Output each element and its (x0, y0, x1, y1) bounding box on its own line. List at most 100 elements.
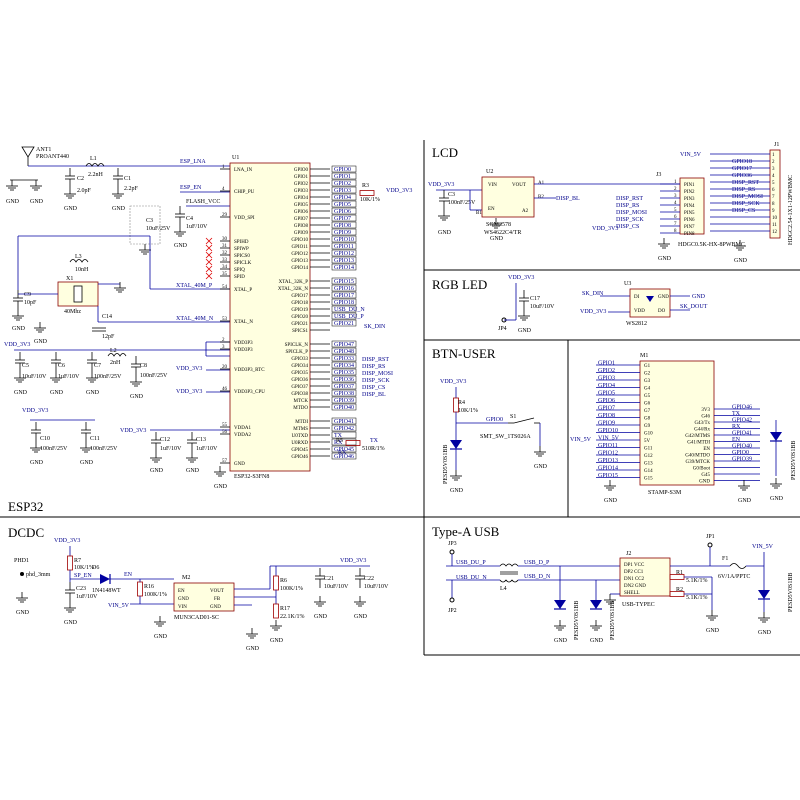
u1-pin-number: 1 (222, 165, 225, 170)
u1-net-label: GPIO33 (334, 356, 354, 362)
m1-pin: G7 (644, 409, 651, 414)
svg-text:PHD1: PHD1 (14, 558, 29, 564)
svg-text:GND: GND (178, 597, 189, 602)
m1-net: GPIO9 (598, 421, 615, 427)
svg-text:10pF: 10pF (24, 300, 37, 306)
u1-pin-label: GPIO14 (291, 266, 308, 271)
svg-text:2.2pF: 2.2pF (124, 186, 139, 192)
svg-text:6V/1A/PPTC: 6V/1A/PPTC (718, 574, 750, 580)
svg-text:SK_DIN: SK_DIN (582, 291, 604, 297)
svg-text:2.0pF: 2.0pF (77, 188, 92, 194)
u1-pin-label: GPIO37 (291, 385, 308, 390)
u1-net-label: GPIO38 (334, 391, 354, 397)
u1-pin-label: GPIO36 (291, 378, 308, 383)
u1-pin-label: GPIO18 (291, 301, 308, 306)
m1-pin: G40/MTDO (685, 454, 710, 459)
svg-text:SP_EN: SP_EN (74, 573, 92, 579)
inductor-l1 (85, 163, 105, 167)
common-mode-choke (499, 563, 519, 583)
u1-net-label: RX (334, 440, 343, 446)
u1-net-label: USB_DU_P (334, 314, 364, 320)
m1-pin: G6 (644, 402, 651, 407)
u1-pin-number: 29 (222, 213, 228, 218)
svg-text:USB_DU_N: USB_DU_N (456, 575, 487, 581)
svg-text:GND: GND (174, 243, 188, 249)
j1-net: GPIO36 (732, 173, 752, 179)
svg-text:RX: RX (338, 450, 347, 456)
svg-text:100K/1%: 100K/1% (280, 586, 303, 592)
u1-net-label: GPIO7 (334, 216, 351, 222)
svg-text:VIN_5V: VIN_5V (752, 544, 774, 550)
svg-text:SGM2578: SGM2578 (486, 222, 511, 228)
section-title-esp32: ESP32 (8, 499, 43, 514)
j1-net: DISP_RS (732, 187, 755, 193)
svg-text:PESD5V0S1BB: PESD5V0S1BB (791, 441, 797, 480)
svg-text:R17: R17 (280, 606, 290, 612)
svg-text:6: 6 (674, 215, 677, 220)
svg-text:DP2 CC1: DP2 CC1 (624, 570, 644, 575)
u1-pin-label: XTAL_P (234, 288, 252, 293)
svg-text:5.1K/1%: 5.1K/1% (686, 595, 708, 601)
u1-pin-label: SPID (234, 275, 245, 280)
u1-pin-number: 32 (222, 251, 228, 256)
svg-text:C4: C4 (186, 216, 193, 222)
svg-text:FLASH_VCC: FLASH_VCC (186, 199, 220, 205)
display-net: DISP_RS (362, 364, 385, 370)
m1-net: GPIO39 (732, 457, 752, 463)
j3-net: DISP_SCK (616, 217, 644, 223)
svg-text:FB: FB (214, 597, 221, 602)
svg-text:JP1: JP1 (706, 534, 715, 540)
svg-text:1uF/10V: 1uF/10V (76, 594, 98, 600)
header-j1 (769, 149, 781, 239)
svg-text:4: 4 (674, 201, 677, 206)
m1-pin: G4 (644, 387, 651, 392)
m1-net: GPIO5 (598, 391, 615, 397)
display-net: DISP_BL (362, 392, 386, 398)
svg-text:GND: GND (590, 638, 604, 644)
svg-text:C13: C13 (196, 437, 206, 443)
m1-net: GPIO7 (598, 406, 615, 412)
antenna-icon (21, 146, 35, 166)
svg-text:VDD_3V3: VDD_3V3 (428, 182, 454, 188)
j3-pin: PIN1 (684, 183, 695, 188)
svg-text:2.2nH: 2.2nH (88, 172, 104, 178)
svg-text:GND: GND (604, 498, 618, 504)
u1-pin-number: 54 (222, 285, 228, 290)
svg-text:40Mhz: 40Mhz (64, 309, 81, 315)
svg-text:PESD5V0S1BB: PESD5V0S1BB (443, 445, 449, 484)
u1-net-label: GPIO5 (334, 202, 351, 208)
u1-pin-label: GPIO45 (291, 448, 308, 453)
j1-pin-number: 6 (772, 188, 775, 193)
svg-text:VDD_3V3: VDD_3V3 (340, 558, 366, 564)
j1-net: DISP_SCK (732, 201, 760, 207)
svg-text:D6: D6 (92, 565, 99, 571)
svg-text:VDD_3V3: VDD_3V3 (54, 538, 80, 544)
svg-text:STAMP-S3M: STAMP-S3M (648, 490, 682, 496)
j1-net: DISP_RST (732, 180, 759, 186)
svg-text:VDD: VDD (634, 309, 645, 314)
svg-text:GND: GND (12, 326, 26, 332)
dcdc-module (173, 582, 235, 612)
m1-net: GPIO13 (598, 458, 618, 464)
display-net: DISP_RST (362, 357, 389, 363)
svg-text:GND: GND (186, 468, 200, 474)
u1-net-label: GPIO3 (334, 188, 351, 194)
u1-pin-label: GPIO10 (291, 238, 308, 243)
display-net: DISP_MOSI (362, 371, 393, 377)
svg-text:C12: C12 (160, 437, 170, 443)
svg-text:100nF/25V: 100nF/25V (448, 200, 476, 206)
svg-text:C6: C6 (58, 363, 65, 369)
section-title-usb: Type-A USB (432, 524, 500, 539)
svg-text:C23: C23 (76, 586, 86, 592)
u1-pin-label: GPIO8 (294, 224, 309, 229)
u1-net-label: GPIO2 (334, 181, 351, 187)
svg-text:ESP_EN: ESP_EN (180, 185, 202, 191)
svg-text:USB_D_P: USB_D_P (524, 560, 550, 566)
svg-text:VDD_3V3: VDD_3V3 (592, 226, 618, 232)
svg-text:VDD_3V3: VDD_3V3 (508, 275, 534, 281)
j1-pin-number: 4 (772, 174, 775, 179)
svg-text:VIN_5V: VIN_5V (108, 603, 130, 609)
u1-net-label: GPIO41 (334, 419, 354, 425)
svg-text:R7: R7 (74, 558, 81, 564)
m1-pin: G39/MTCK (686, 460, 711, 465)
